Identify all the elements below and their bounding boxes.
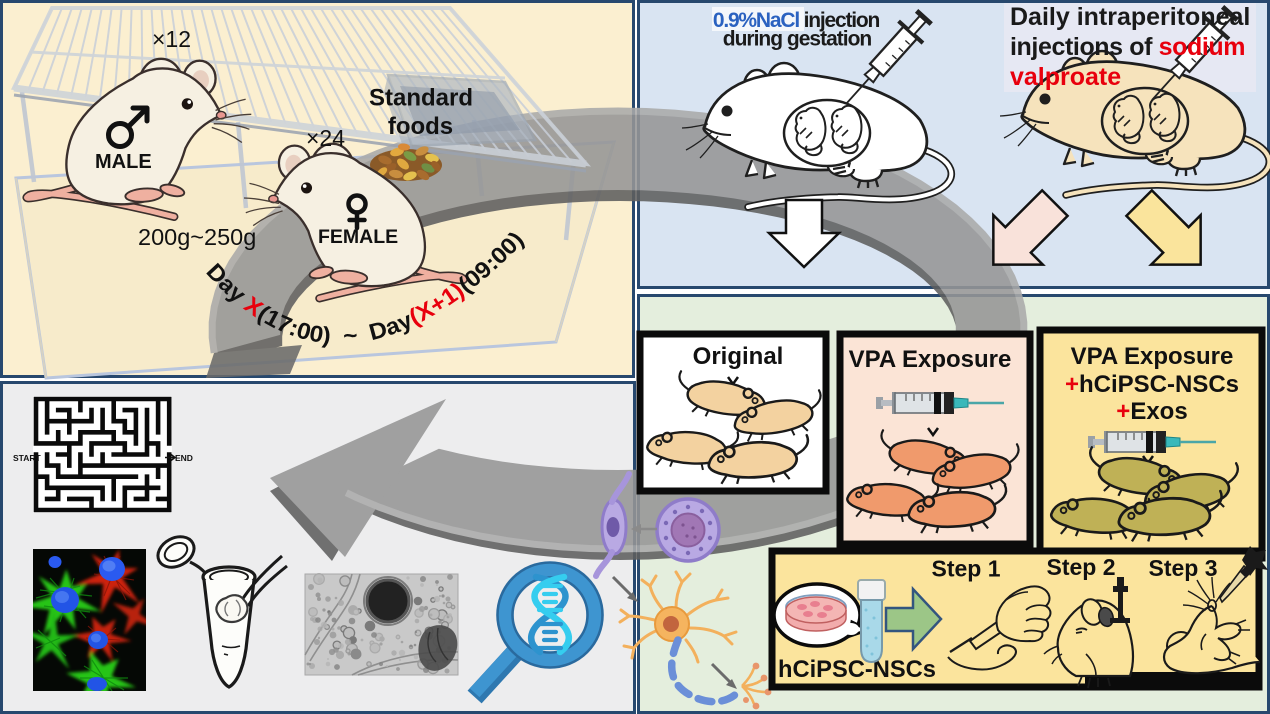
svg-text:VPA Exposure: VPA Exposure: [849, 346, 1012, 373]
svg-text:0.9%NaCl injection: 0.9%NaCl injection: [713, 9, 880, 32]
svg-text:valproate: valproate: [1010, 63, 1121, 91]
svg-text:during gestation: during gestation: [723, 28, 872, 51]
svg-text:Step 3: Step 3: [1148, 555, 1217, 581]
svg-text:injections of sodium: injections of sodium: [1010, 33, 1245, 61]
svg-text:200g~250g: 200g~250g: [138, 224, 256, 250]
svg-text:END: END: [175, 453, 193, 463]
svg-text:Step 1: Step 1: [931, 556, 1000, 582]
svg-text:Standard: Standard: [369, 85, 473, 112]
svg-text:×12: ×12: [152, 26, 191, 52]
svg-text:hCiPSC-NSCs: hCiPSC-NSCs: [778, 657, 936, 683]
svg-text:foods: foods: [388, 113, 453, 140]
svg-text:START: START: [13, 453, 42, 463]
svg-text:Daily intraperitoneal: Daily intraperitoneal: [1010, 3, 1250, 31]
svg-text:MALE: MALE: [95, 151, 152, 173]
svg-text:FEMALE: FEMALE: [318, 226, 398, 248]
svg-text:Step 2: Step 2: [1046, 554, 1115, 580]
svg-text:×24: ×24: [306, 125, 345, 151]
svg-text:Original: Original: [693, 343, 784, 370]
svg-text:+hCiPSC-NSCs: +hCiPSC-NSCs: [1065, 371, 1239, 398]
svg-text:VPA Exposure: VPA Exposure: [1071, 343, 1234, 370]
svg-text:+Exos: +Exos: [1116, 398, 1187, 425]
